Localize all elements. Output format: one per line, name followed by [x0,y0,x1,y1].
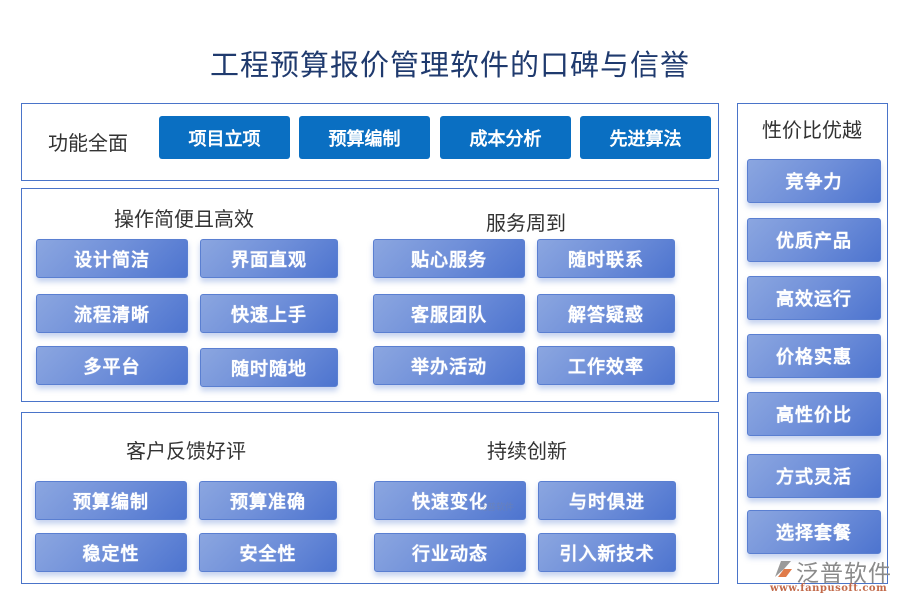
service-label: 服务周到 [486,211,566,235]
innovation-label: 持续创新 [487,439,567,463]
innovation-item-keep-pace[interactable]: 与时俱进 [538,481,676,520]
features-panel: 功能全面 项目立项 预算编制 成本分析 先进算法 [21,103,719,181]
service-item-caring[interactable]: 贴心服务 [373,239,525,278]
logo-mark-icon [775,561,792,577]
watermark-text: 泛普软件 [478,503,515,513]
ease-service-panel: 操作简便且高效 设计简洁 界面直观 流程清晰 快速上手 多平台 随时随地 服务周… [21,188,719,402]
feature-button-advanced-algorithm[interactable]: 先进算法 [580,116,711,159]
feedback-item-budget-accurate[interactable]: 预算准确 [199,481,337,520]
innovation-item-new-tech[interactable]: 引入新技术 [538,533,676,572]
feedback-item-stability[interactable]: 稳定性 [35,533,187,572]
ease-item-quick-start[interactable]: 快速上手 [200,294,338,333]
ease-label: 操作简便且高效 [114,207,254,231]
ease-item-intuitive-ui[interactable]: 界面直观 [200,239,338,278]
feature-button-project-setup[interactable]: 项目立项 [159,116,290,159]
brand-logo: 泛普软件 www.fanpusoft.com [770,554,900,600]
page-title: 工程预算报价管理软件的口碑与信誉 [209,48,690,82]
ease-item-multi-platform[interactable]: 多平台 [36,346,188,385]
features-label: 功能全面 [48,131,128,155]
feedback-label: 客户反馈好评 [126,439,246,463]
service-item-answer-questions[interactable]: 解答疑惑 [537,294,675,333]
value-item-flexible[interactable]: 方式灵活 [747,454,881,498]
value-item-competitiveness[interactable]: 竞争力 [747,159,881,203]
service-item-support-team[interactable]: 客服团队 [373,294,525,333]
value-item-quality-product[interactable]: 优质产品 [747,218,881,262]
service-item-efficiency[interactable]: 工作效率 [537,346,675,385]
logo-url: www.fanpusoft.com [770,583,888,594]
feedback-item-budget-compile[interactable]: 预算编制 [35,481,187,520]
value-item-package-choice[interactable]: 选择套餐 [747,510,881,554]
innovation-item-industry-trends[interactable]: 行业动态 [374,533,526,572]
value-label: 性价比优越 [762,118,862,142]
service-item-events[interactable]: 举办活动 [373,346,525,385]
value-item-high-value[interactable]: 高性价比 [747,392,881,436]
value-item-efficient-operation[interactable]: 高效运行 [747,276,881,320]
value-item-affordable-price[interactable]: 价格实惠 [747,334,881,378]
ease-item-simple-design[interactable]: 设计简洁 [36,239,188,278]
feature-button-budget-compile[interactable]: 预算编制 [299,116,430,159]
feedback-item-security[interactable]: 安全性 [199,533,337,572]
value-panel: 性价比优越 竞争力 优质产品 高效运行 价格实惠 高性价比 方式灵活 选择套餐 [737,103,888,584]
feedback-innovation-panel: 客户反馈好评 预算编制 预算准确 稳定性 安全性 持续创新 快速变化 与时俱进 … [21,412,719,584]
feature-button-cost-analysis[interactable]: 成本分析 [440,116,571,159]
ease-item-anytime-anywhere[interactable]: 随时随地 [200,348,338,387]
service-item-contact[interactable]: 随时联系 [537,239,675,278]
ease-item-clear-flow[interactable]: 流程清晰 [36,294,188,333]
innovation-item-rapid-change[interactable]: 快速变化 [374,481,526,520]
logo-name: 泛普软件 [796,561,892,587]
